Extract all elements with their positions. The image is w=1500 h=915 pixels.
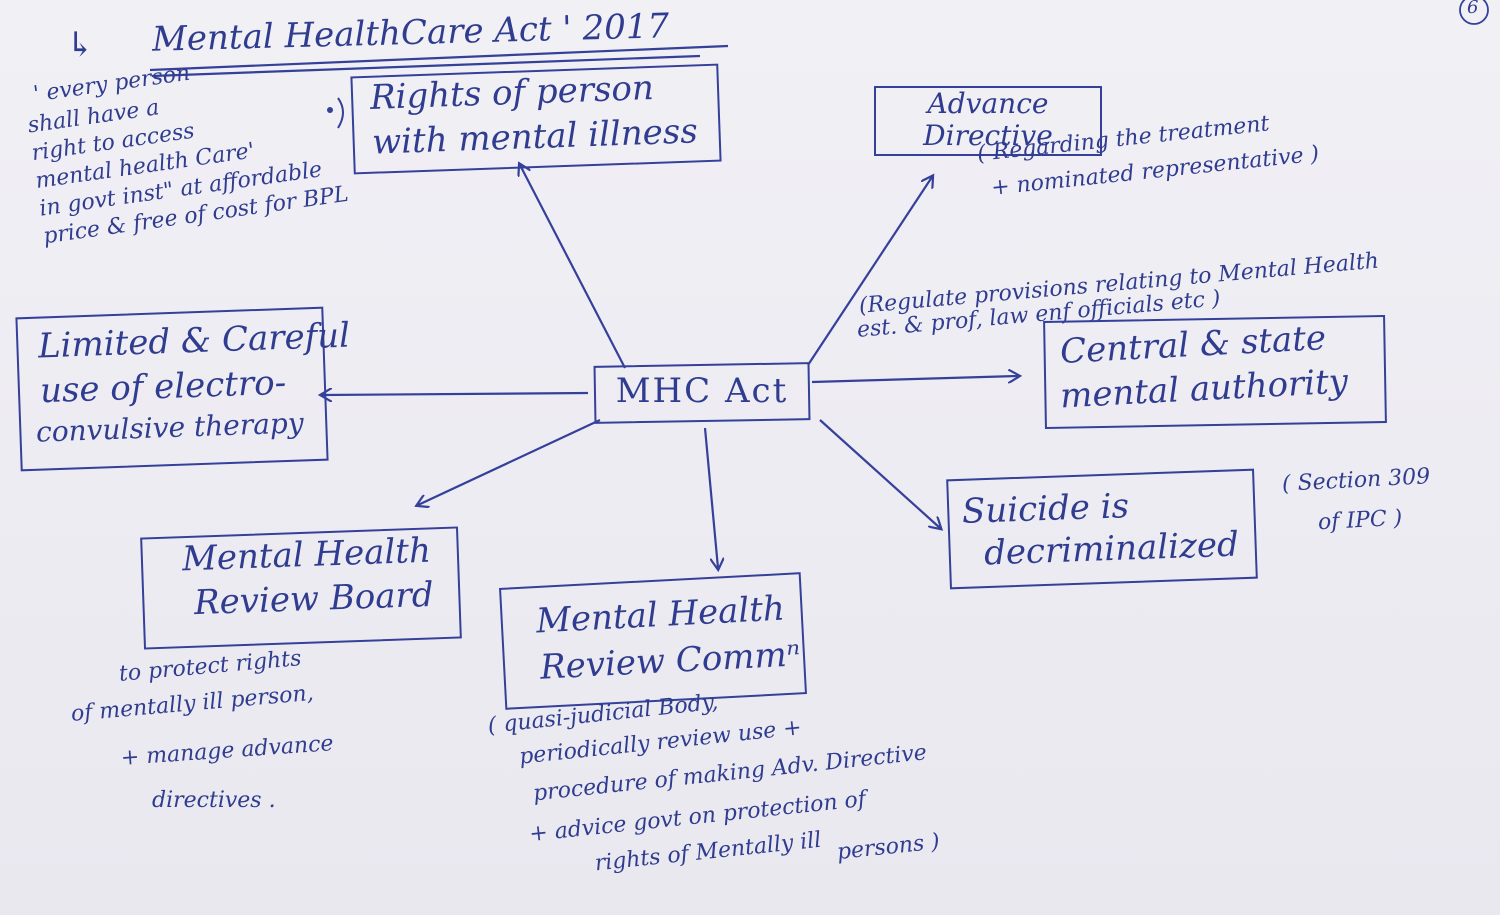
arrow-to-board [418, 419, 601, 505]
page-number-circle [1459, 0, 1489, 25]
title-arrow: ↳ [66, 25, 95, 65]
advance-box [874, 86, 1102, 156]
page-number: 6 [1467, 0, 1479, 18]
arrow-to-advance [807, 177, 932, 366]
title-underline [149, 44, 729, 72]
arrow-to-commission [703, 427, 718, 568]
bullet-bracket [337, 97, 344, 129]
arrow-to-rights [520, 165, 626, 369]
arrow-to-suicide [819, 419, 940, 528]
arrow-to-authority [811, 376, 1018, 382]
advance-line1: Advance [927, 87, 1049, 120]
bullet-dot [327, 107, 333, 113]
suicide-note-line2: of IPC ) [1317, 505, 1403, 536]
center-node-label: MHC Act [615, 371, 789, 411]
arrow-to-ect [322, 393, 589, 395]
title-underline-2 [151, 54, 701, 78]
suicide-line1: Suicide is [961, 486, 1130, 532]
board-line2: Review Board [193, 574, 435, 624]
advance-line2: Directive [923, 119, 1053, 152]
board-note-line4: directives . [152, 788, 276, 813]
